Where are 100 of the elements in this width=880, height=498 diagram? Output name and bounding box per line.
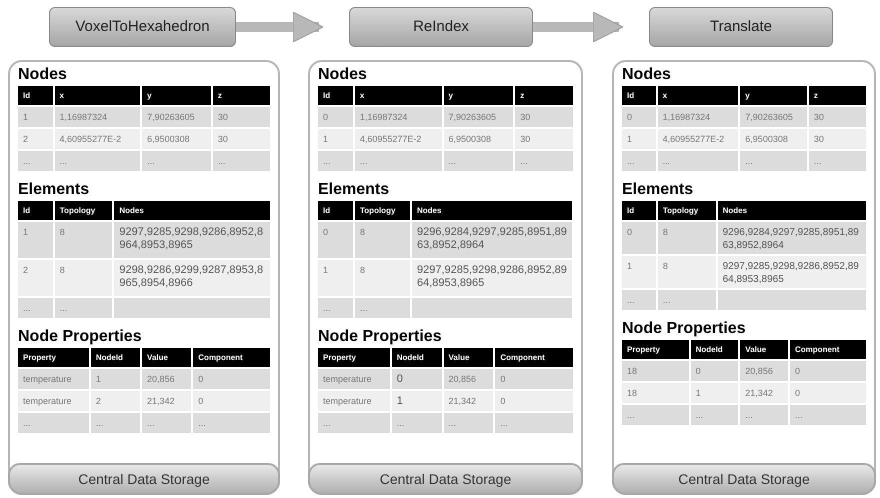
table-cell: 9297,9285,9298,9286,8952,8964,8953,8965 [114, 222, 270, 258]
table-cell: temperature [318, 391, 390, 411]
table-cell: 0 [622, 222, 656, 254]
table-cell: 1 [18, 222, 53, 258]
table-cell: ... [622, 405, 689, 425]
block-arrow [236, 12, 324, 42]
table-cell: ... [740, 151, 807, 171]
table-cell: 30 [808, 107, 866, 127]
table-heading: Node Properties [18, 328, 143, 346]
table-heading: Node Properties [318, 328, 443, 346]
header-cell: Topology [355, 201, 410, 220]
table-cell: 6,9500308 [142, 129, 211, 149]
table-cell: ... [90, 413, 140, 433]
table-cell: 30 [212, 107, 270, 127]
table-cell: 1 [622, 256, 656, 288]
header-cell: Topology [658, 201, 716, 220]
table-cell: ... [142, 413, 192, 433]
table-cell: 0 [495, 369, 573, 389]
table-cell: 1,16987324 [54, 107, 140, 127]
header-cell: Id [318, 86, 353, 105]
table-cell: ... [318, 298, 353, 318]
table-cell: ... [212, 151, 270, 171]
table-cell: 8 [54, 260, 112, 296]
table-cell: 9296,9284,9297,9285,8951,8963,8952,8964 [718, 222, 866, 254]
header-cell: Property [318, 348, 390, 367]
table-cell: 30 [212, 129, 270, 149]
table-cell: ... [444, 413, 494, 433]
header-cell: Id [18, 201, 53, 220]
table-cell: 1,16987324 [658, 107, 738, 127]
table-cell: ... [658, 290, 716, 310]
table-cell: ... [142, 151, 211, 171]
header-cell: z [515, 86, 573, 105]
table-cell: ... [54, 298, 112, 318]
header-cell: Value [142, 348, 192, 367]
table-cell: 9297,9285,9298,9286,8952,8964,8953,8965 [412, 260, 572, 296]
table-cell: 8 [658, 222, 716, 254]
table-cell: 0 [318, 222, 353, 258]
table-cell: 1 [90, 369, 140, 389]
table-cell: temperature [318, 369, 390, 389]
header-cell: Property [18, 348, 89, 367]
table-cell: 7,90263605 [740, 107, 807, 127]
header-cell: Id [622, 86, 656, 105]
table-cell: temperature [18, 391, 89, 411]
header-cell: Value [740, 340, 788, 359]
table-cell: ... [622, 151, 656, 171]
table-cell: temperature [18, 369, 89, 389]
table-cell: 1,16987324 [354, 107, 442, 127]
table-cell: 1 [690, 383, 738, 403]
table-cell: 20,856 [142, 369, 192, 389]
table-cell: 30 [808, 129, 866, 149]
table-cell: 21,342 [740, 383, 788, 403]
header-cell: Component [495, 348, 573, 367]
table-cell: 0 [790, 383, 866, 403]
table-heading: Nodes [318, 66, 368, 84]
table-cell: 0 [622, 107, 656, 127]
table-cell: ... [18, 413, 89, 433]
table-cell: 0 [392, 369, 442, 389]
table-cell: 20,856 [444, 369, 494, 389]
table-cell: 8 [54, 222, 112, 258]
header-cell: y [142, 86, 211, 105]
storage-panel [612, 60, 876, 495]
table-cell: ... [392, 413, 442, 433]
header-cell: x [54, 86, 140, 105]
table-cell: 0 [318, 107, 353, 127]
table-cell: 4,60955277E-2 [658, 129, 738, 149]
table-cell: 9298,9286,9299,9287,8953,8965,8954,8966 [114, 260, 270, 296]
table-cell: 7,90263605 [142, 107, 211, 127]
table-cell: 9296,9284,9297,9285,8951,8963,8952,8964 [412, 222, 572, 258]
table-cell: 21,342 [444, 391, 494, 411]
header-cell: x [354, 86, 442, 105]
table-cell: 18 [622, 361, 689, 381]
process-box: Translate [649, 7, 833, 47]
table-cell: ... [740, 405, 788, 425]
storage-panel [308, 60, 583, 495]
table-cell: ... [515, 151, 573, 171]
header-cell: Component [790, 340, 866, 359]
table-cell: ... [354, 151, 442, 171]
header-cell: Value [444, 348, 494, 367]
table-cell: 21,342 [142, 391, 192, 411]
table-cell: 2 [90, 391, 140, 411]
table-cell: 1 [18, 107, 53, 127]
table-cell: ... [18, 298, 53, 318]
header-cell: Nodes [718, 201, 866, 220]
table-cell: 0 [193, 369, 270, 389]
header-cell: Property [622, 340, 689, 359]
table-cell: 4,60955277E-2 [354, 129, 442, 149]
table-cell: 6,9500308 [740, 129, 807, 149]
header-cell: Nodes [114, 201, 270, 220]
table-cell: 1 [622, 129, 656, 149]
header-cell: NodeId [690, 340, 738, 359]
header-cell: z [808, 86, 866, 105]
table-cell: ... [355, 298, 410, 318]
table-cell: ... [790, 405, 866, 425]
table-cell: ... [444, 151, 514, 171]
header-cell: Topology [54, 201, 112, 220]
table-cell: ... [690, 405, 738, 425]
table-cell: 30 [515, 107, 573, 127]
header-cell: Component [193, 348, 270, 367]
table-cell: ... [193, 413, 270, 433]
process-box: VoxelToHexahedron [49, 7, 236, 47]
